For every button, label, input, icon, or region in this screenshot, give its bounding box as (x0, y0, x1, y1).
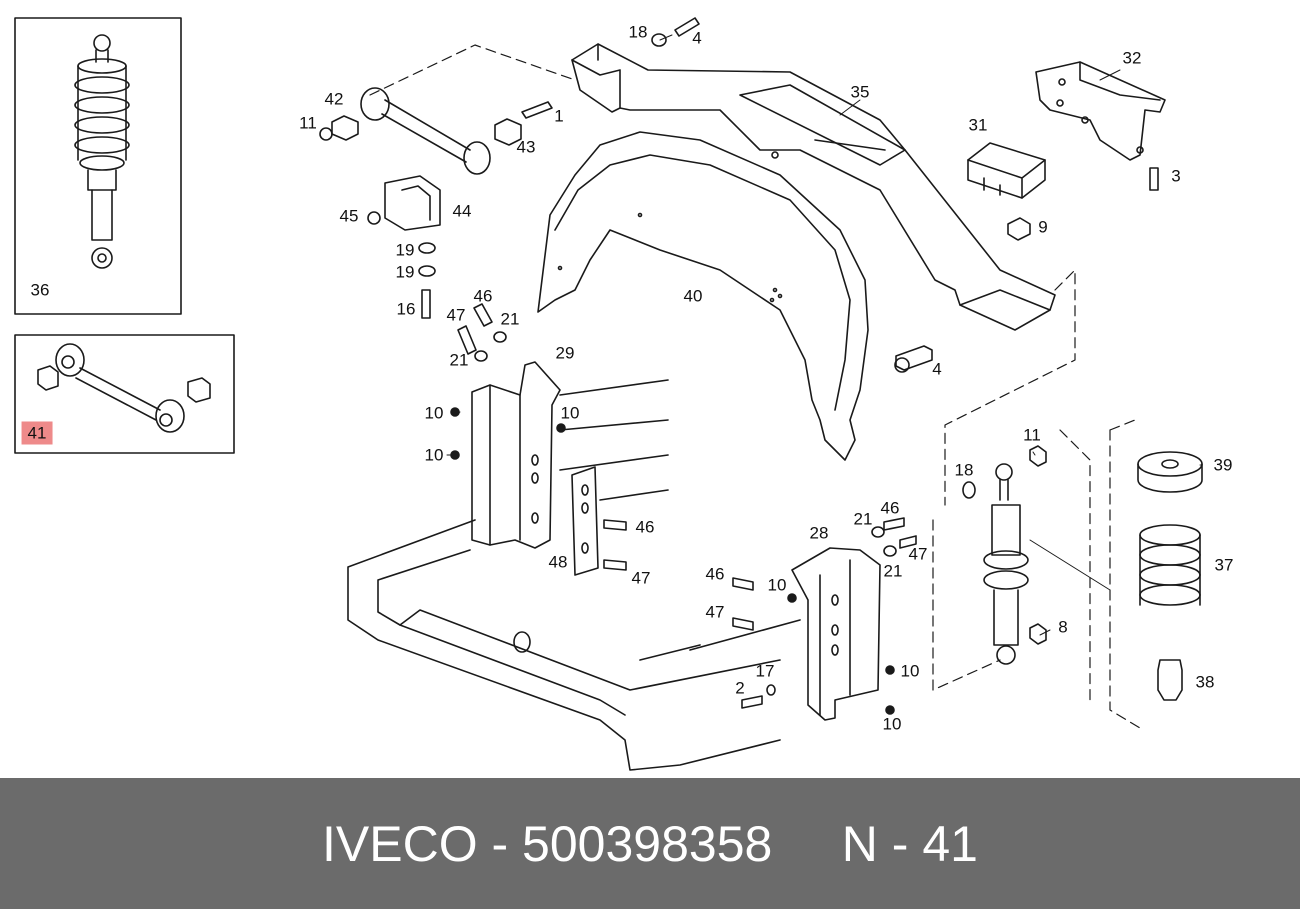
bracket-32-icon (1035, 61, 1166, 161)
callout-28: 28 (809, 523, 829, 543)
callout-40: 40 (683, 286, 703, 306)
callout-44: 44 (452, 201, 472, 221)
dashed-guides (369, 44, 1141, 729)
callout-10-f: 10 (882, 714, 902, 734)
callout-10-a: 10 (424, 403, 444, 423)
callout-47-c: 47 (908, 544, 928, 564)
plate-48-icon (571, 466, 627, 576)
callout-47-d: 47 (705, 602, 725, 622)
mount-31-icon (967, 142, 1046, 199)
callout-21-d: 21 (883, 561, 903, 581)
inset-box-36 (14, 17, 182, 315)
callout-4-b: 4 (932, 359, 942, 379)
footer-bar: IVECO - 500398358 N - 41 (0, 778, 1300, 909)
callout-8: 8 (1058, 617, 1068, 637)
callout-36: 36 (30, 280, 50, 300)
callout-9: 9 (1038, 217, 1048, 237)
callout-39: 39 (1213, 455, 1233, 475)
callout-32: 32 (1122, 48, 1142, 68)
callout-18-b: 18 (954, 460, 974, 480)
parts-diagram: 18 4 32 35 42 11 1 43 31 3 45 44 9 19 19… (14, 17, 1234, 771)
fasteners-icon (319, 17, 1159, 373)
callout-43: 43 (516, 137, 536, 157)
callout-47-a: 47 (446, 305, 466, 325)
callout-46-d: 46 (705, 564, 725, 584)
spacer (772, 815, 841, 873)
callout-11-b: 11 (1023, 425, 1041, 445)
bracket-28-icon (732, 517, 917, 721)
crossmember-35-icon (571, 43, 1056, 331)
callout-19-a: 19 (395, 240, 415, 260)
chassis-frame-icon (347, 379, 801, 771)
callout-21-b: 21 (449, 350, 469, 370)
callout-29: 29 (555, 343, 575, 363)
part-number: 500398358 (522, 815, 773, 872)
inset-box-41 (14, 334, 235, 454)
callout-10-d: 10 (767, 575, 787, 595)
callout-46-c: 46 (880, 498, 900, 518)
fender-40-icon (537, 131, 869, 461)
callout-41-highlighted: 41 (21, 421, 53, 445)
diagram-drawing (14, 17, 1203, 771)
callout-47-b: 47 (631, 568, 651, 588)
shock-absorber-icon (962, 445, 1047, 665)
callout-3: 3 (1171, 166, 1181, 186)
callout-46-b: 46 (635, 517, 655, 537)
brand-name: IVECO (322, 815, 478, 872)
ref-number: 41 (922, 815, 978, 872)
ref-prefix: N - (841, 815, 923, 872)
leader-lines (446, 34, 1203, 636)
callout-4-a: 4 (692, 28, 702, 48)
callout-10-b: 10 (560, 403, 580, 423)
spring-parts-icon (1137, 451, 1203, 701)
callout-45: 45 (339, 206, 359, 226)
callout-31: 31 (968, 115, 988, 135)
callout-10-e: 10 (900, 661, 920, 681)
callout-19-b: 19 (395, 262, 415, 282)
callout-17: 17 (755, 661, 775, 681)
callout-10-c: 10 (424, 445, 444, 465)
callout-11-a: 11 (299, 113, 317, 133)
callout-18-a: 18 (628, 22, 648, 42)
callout-21-a: 21 (500, 309, 520, 329)
callout-46-a: 46 (473, 286, 493, 306)
stabilizer-link-41-icon (37, 343, 211, 433)
callout-38: 38 (1195, 672, 1215, 692)
shock-absorber-36-icon (74, 34, 130, 269)
callout-21-c: 21 (853, 509, 873, 529)
callout-42: 42 (324, 89, 344, 109)
callout-1: 1 (554, 106, 564, 126)
callout-16: 16 (396, 299, 416, 319)
footer-caption: IVECO - 500398358 N - 41 (0, 778, 1300, 909)
bracket-29-icon (450, 361, 566, 549)
callout-35: 35 (850, 82, 870, 102)
callout-37: 37 (1214, 555, 1234, 575)
separator: - (477, 815, 523, 872)
callout-2: 2 (735, 678, 745, 698)
callout-48: 48 (548, 552, 568, 572)
